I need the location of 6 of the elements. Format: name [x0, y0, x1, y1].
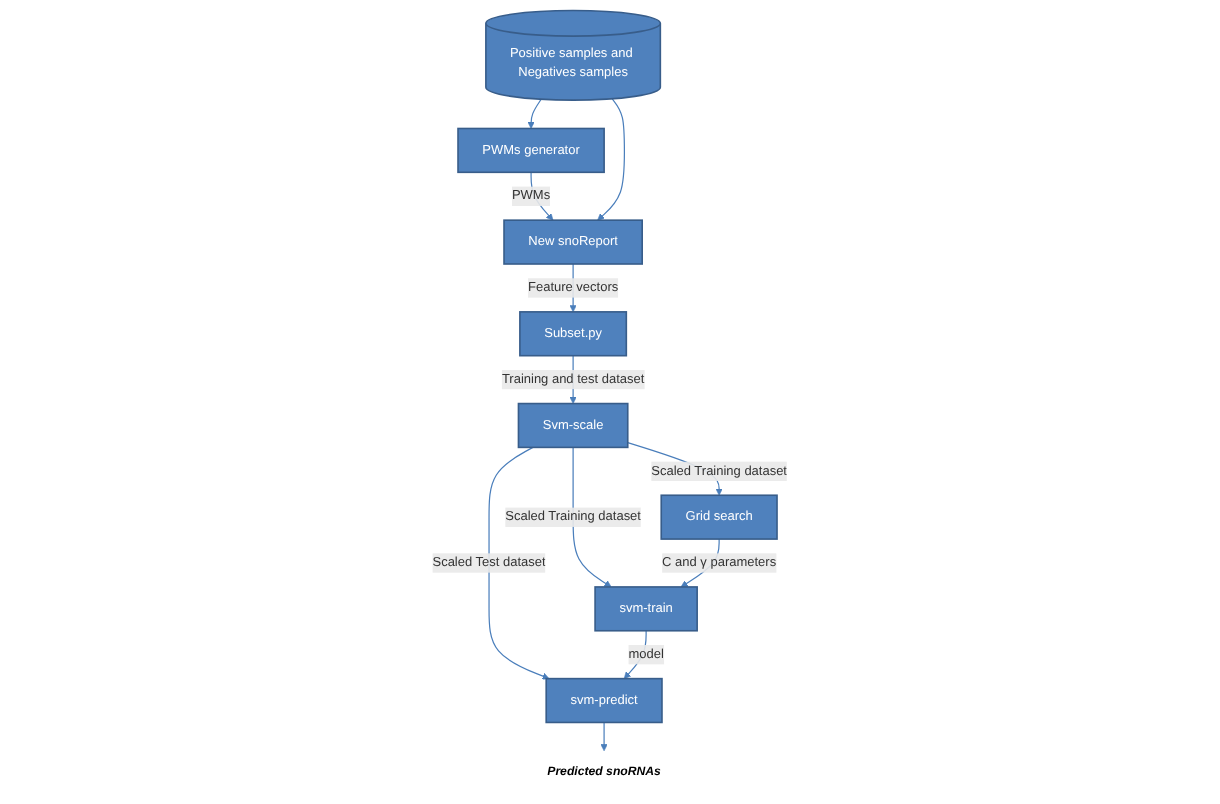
arrow: [527, 98, 543, 129]
arrow: [597, 98, 626, 221]
arrow: [600, 721, 608, 752]
arrow: [488, 446, 550, 680]
arrow: [572, 446, 612, 588]
arrow: [624, 630, 647, 679]
